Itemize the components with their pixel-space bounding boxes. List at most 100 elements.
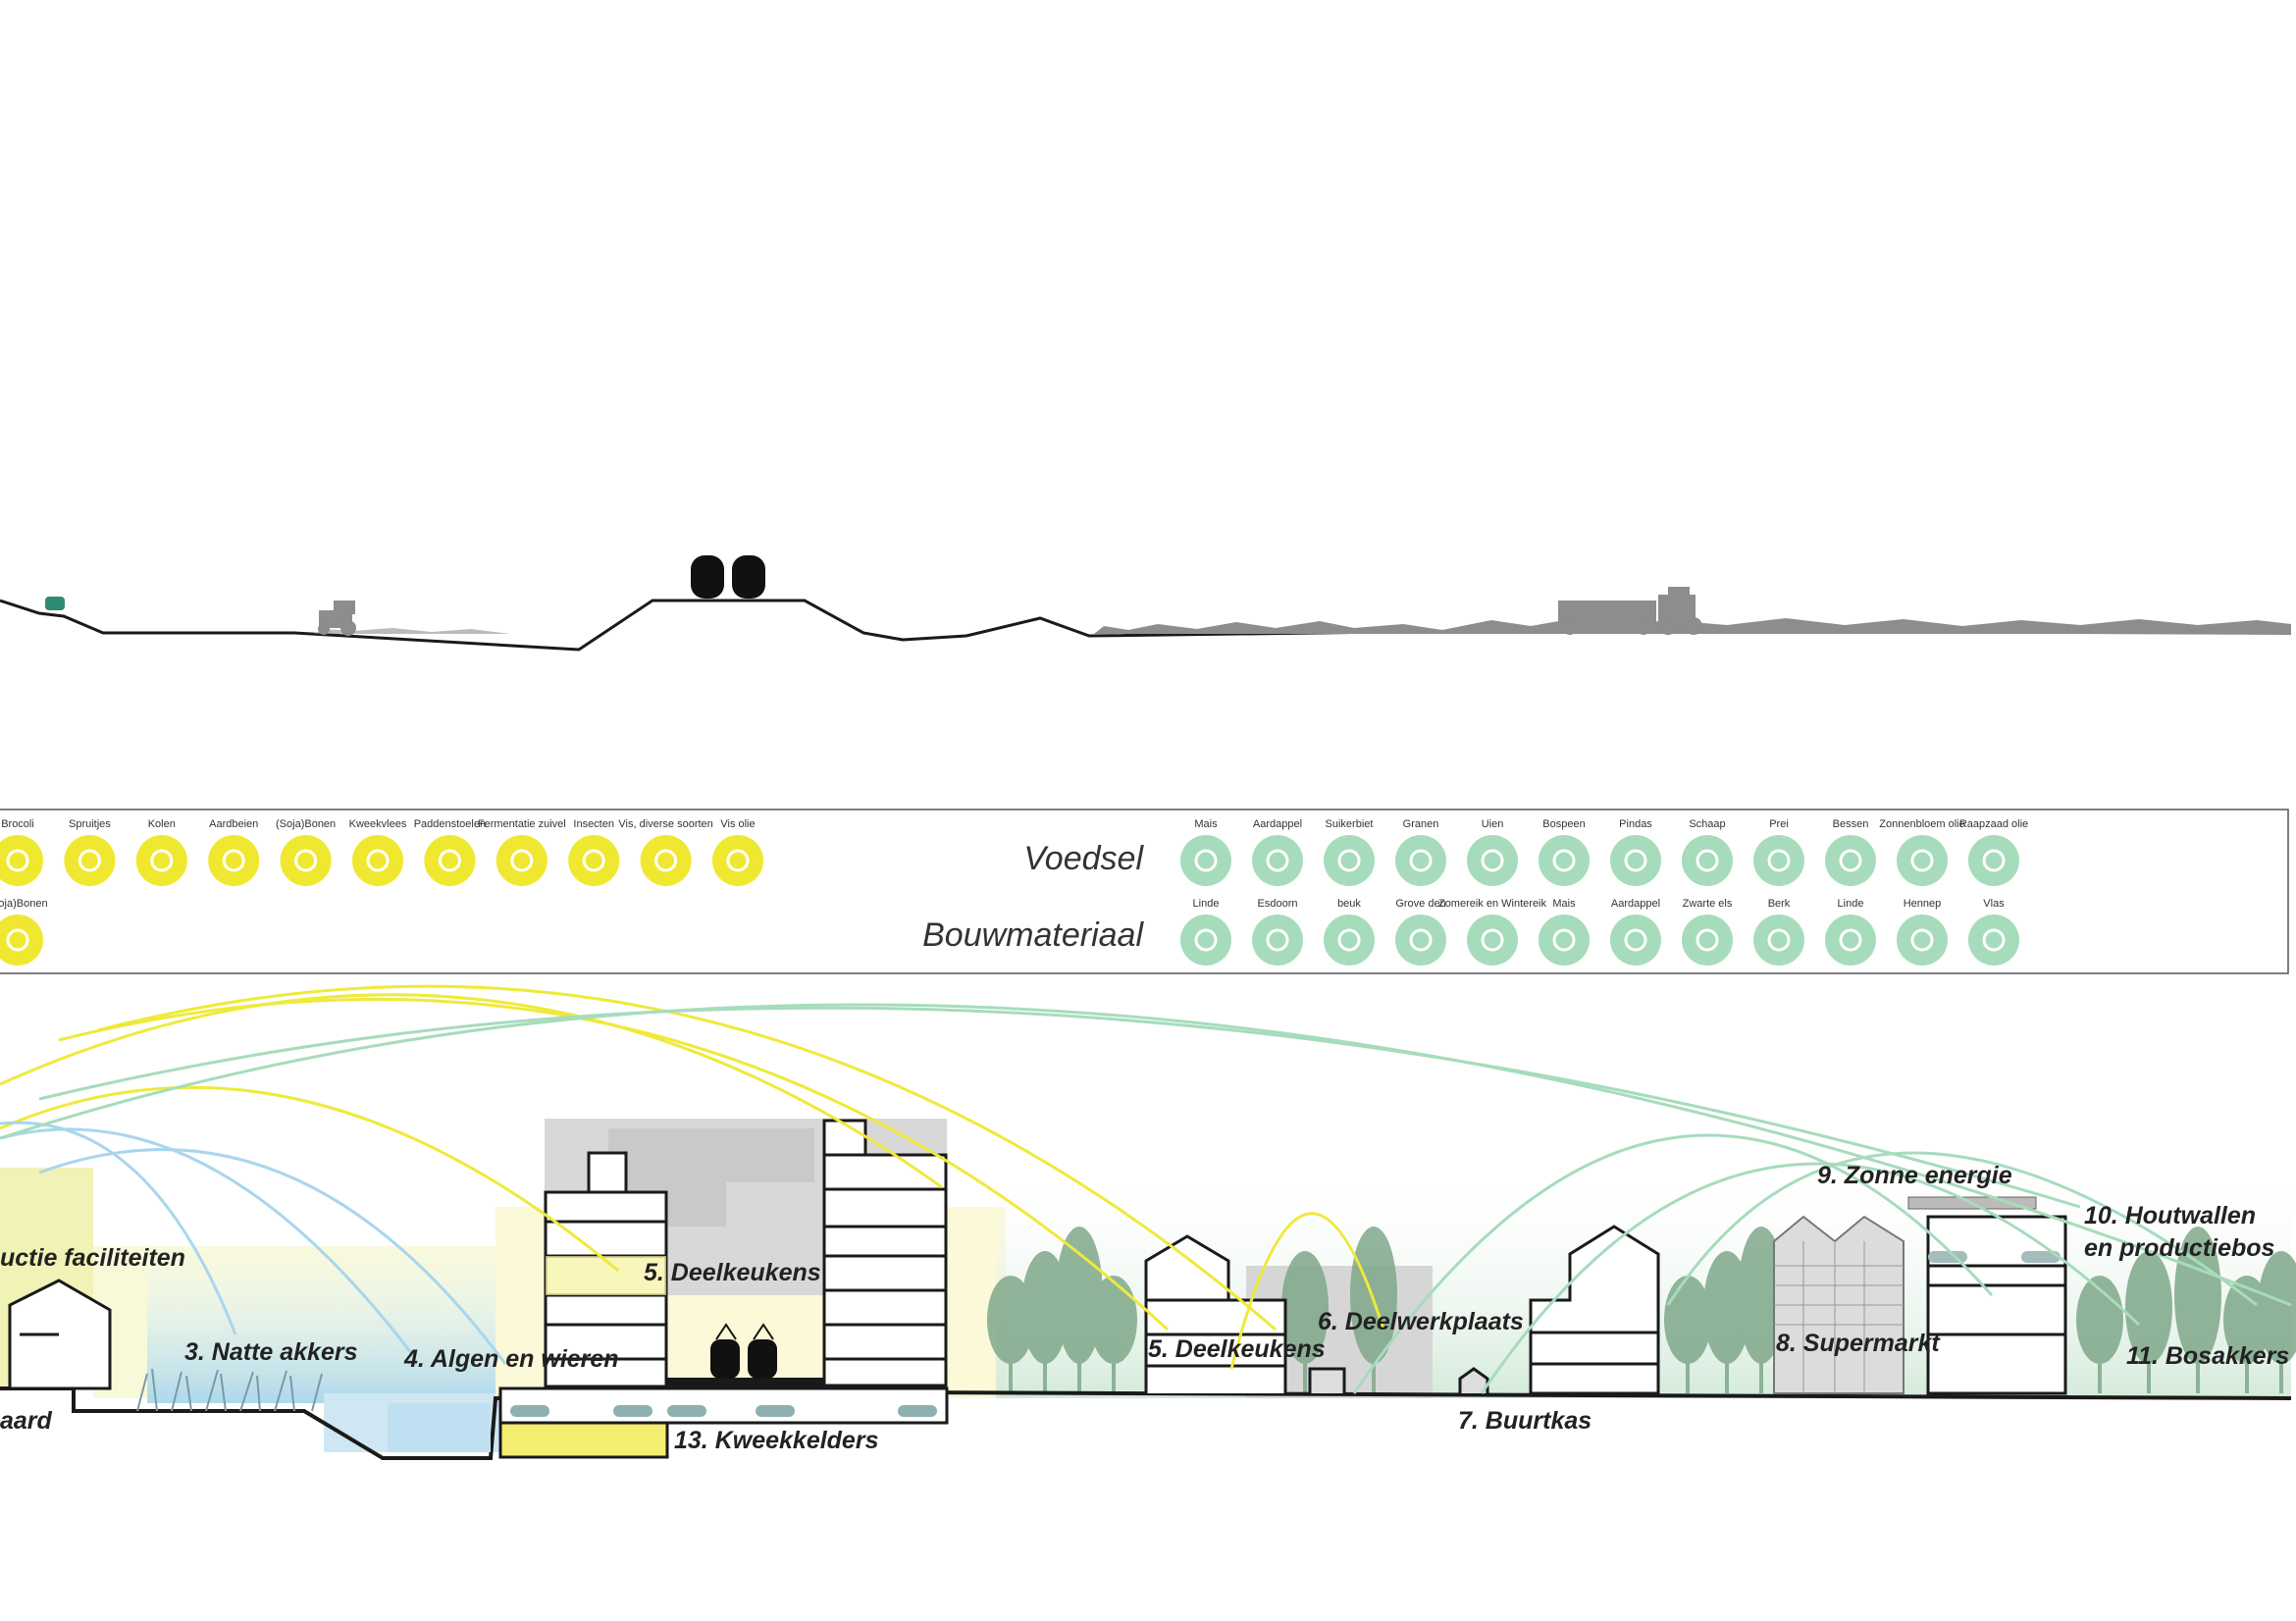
legend-icon-label: Linde [1193, 898, 1220, 910]
insect-icon: Insecten [568, 818, 620, 886]
label-productie-faciliteiten: uctie faciliteiten [0, 1244, 185, 1272]
berries-icon: Bessen [1825, 818, 1876, 886]
tree-trunk [1112, 1354, 1116, 1393]
tram-icon [691, 555, 765, 599]
legend-box: Voedsel Bouwmateriaal Brocoli Spruitjes Ko… [0, 809, 2289, 974]
corn-icon: Mais [1180, 818, 1231, 886]
tree-crown [1664, 1276, 1711, 1364]
legend-icon-label: Prei [1769, 818, 1789, 830]
legend-icon-label: Esdoorn [1258, 898, 1298, 910]
legend-icon-label: Insecten [573, 818, 614, 830]
pine-icon: Grove den [1395, 898, 1446, 966]
label-bosakkers: 11. Bosakkers [2126, 1342, 2289, 1370]
tree-crown [2174, 1227, 2221, 1364]
strawberry-icon: Aardbeien [208, 818, 260, 886]
legend-food-heading: Voedsel [1023, 840, 1144, 877]
tree-icon: Linde [1825, 898, 1876, 966]
flax-icon: Vlas [1968, 898, 2019, 966]
legend-icon-label: Uien [1482, 818, 1504, 830]
flow-arcs [0, 984, 2292, 1394]
tree-trunk [1725, 1354, 1729, 1393]
tree-icon: Linde [1180, 898, 1231, 966]
label-zonne-energie: 9. Zonne energie [1817, 1162, 2012, 1189]
fish-icon: Vis, diverse soorten [618, 818, 713, 886]
tree-trunk [1077, 1354, 1081, 1393]
legend-icon-label: Kolen [148, 818, 176, 830]
legend-icon-label: Grove den [1395, 898, 1445, 910]
cabbage-icon: Kolen [135, 818, 187, 886]
label-productiebos: en productiebos [2084, 1234, 2275, 1262]
legend-icon-label: Suikerbiet [1326, 818, 1374, 830]
tree-trunk [1759, 1354, 1763, 1393]
beans-icon: (Soja)Bonen [276, 818, 336, 886]
legend-icon-label: Aardbeien [209, 818, 258, 830]
legend-icon-label: Kweekvlees [349, 818, 407, 830]
legend-icon-label: Linde [1838, 898, 1864, 910]
building-deelkeukens [544, 1119, 948, 1388]
section-captions: uctie faciliteiten aard 3. Natte akkers … [0, 1162, 2289, 1454]
corn-icon: Mais [1539, 898, 1590, 966]
legend-icon-label: Spruitjes [69, 818, 111, 830]
legend-icon-grid: Brocoli Spruitjes Kolen Aardbeien (Soja)Bone… [0, 818, 2028, 966]
flow-arcs-yellow [0, 984, 1385, 1370]
tree-icon: Berk [1753, 898, 1804, 966]
legend-icon-label: Paddenstoelen [414, 818, 486, 830]
tree-icon: Zomereik en Wintereik [1438, 898, 1547, 966]
tree-crown [1281, 1251, 1329, 1364]
label-houtwallen: 10. Houtwallen [2084, 1202, 2256, 1229]
broccoli-icon: Brocoli [0, 818, 43, 886]
milk-bottle-icon: Fermentatie zuivel [478, 818, 566, 886]
legend-icon-label: Pindas [1619, 818, 1652, 830]
kweekkelders-cellar [498, 1386, 949, 1459]
label-natte-akkers: 3. Natte akkers [184, 1338, 358, 1366]
legend-icon-label: (Soja)Bonen [276, 818, 336, 830]
meat-icon: Schaap [1682, 818, 1733, 886]
label-boomgaard: aard [0, 1407, 53, 1435]
label-kweekkelders: 13. Kweekkelders [674, 1427, 879, 1454]
tree-trunk [1043, 1354, 1047, 1393]
peanut-icon: Pindas [1610, 818, 1661, 886]
potato-icon: Aardappel [1610, 898, 1661, 966]
legend-icon-label: Schaap [1689, 818, 1725, 830]
beans-icon: (Soja)Bonen [0, 898, 48, 966]
tree-row [987, 1227, 2296, 1393]
label-deelkeukens-2: 5. Deelkeukens [1148, 1335, 1326, 1363]
label-algen-wieren: 4. Algen en wieren [403, 1345, 619, 1373]
tree-trunk [2098, 1354, 2102, 1393]
label-buurtkas: 7. Buurtkas [1458, 1407, 1592, 1435]
field-crops [314, 618, 2291, 634]
terrain-profile [0, 555, 2292, 652]
tree-trunk [1372, 1354, 1376, 1393]
leek-icon: Prei [1753, 818, 1804, 886]
legend-icon-label: beuk [1337, 898, 1361, 910]
tree-trunk [2245, 1354, 2249, 1393]
legend-icon-label: Berk [1768, 898, 1791, 910]
oil-bottle-icon: Raapzaad olie [1959, 818, 2028, 886]
legend-icon-label: Zonnenbloem olie [1879, 818, 1964, 830]
legend-icon-label: Vis olie [720, 818, 755, 830]
meat-icon: Kweekvlees [349, 818, 407, 886]
label-supermarkt: 8. Supermarkt [1776, 1330, 1941, 1357]
legend-icon-label: Zomereik en Wintereik [1438, 898, 1547, 910]
car-icon [45, 597, 65, 610]
oil-bottle-icon: Vis olie [712, 818, 763, 886]
legend-icon-label: Zwarte els [1683, 898, 1733, 910]
city-section: uctie faciliteiten aard 3. Natte akkers … [0, 984, 2296, 1460]
tree-crown [2258, 1251, 2296, 1364]
oil-bottle-icon: Zonnenbloem olie [1879, 818, 1965, 886]
legend-icon-label: Mais [1194, 818, 1218, 830]
water-basin [388, 1403, 491, 1452]
legend-icon-label: Mais [1552, 898, 1576, 910]
legend-material-heading: Bouwmateriaal [922, 916, 1144, 954]
hemp-icon: Hennep [1897, 898, 1948, 966]
flow-arcs-green [0, 1003, 2292, 1394]
reeds [136, 1368, 323, 1412]
legend-icon-label: Brocoli [1, 818, 34, 830]
tractor-icon [318, 601, 356, 636]
tractor-with-trailer-icon [1558, 587, 1702, 635]
sprouts-icon: Spruitjes [64, 818, 116, 886]
buildings-right [1144, 1225, 1660, 1395]
tree-crown [1350, 1227, 1397, 1364]
legend-icon-label: Vlas [1983, 898, 2005, 910]
